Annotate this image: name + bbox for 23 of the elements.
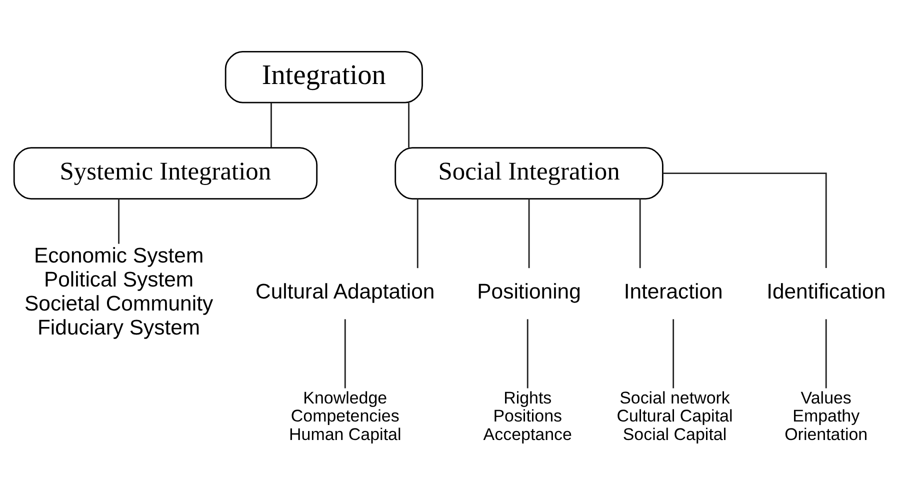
node-box: Social Integration [394, 146, 664, 199]
connector [639, 198, 641, 268]
node-text: Interaction [624, 280, 723, 304]
node-text: Identification [766, 280, 886, 304]
node-text: Economic System Political System Societal Community Fiduciary System [24, 244, 214, 340]
connector [528, 198, 530, 268]
connector [416, 198, 418, 268]
node-box: Systemic Integration [13, 146, 318, 199]
node-text: Knowledge Competencies Human Capital [289, 388, 402, 444]
connector [662, 172, 827, 268]
node-text: Cultural Adaptation [256, 280, 435, 304]
node-text: Values Empathy Orientation [784, 388, 868, 444]
connector [526, 318, 528, 388]
node-text: Positioning [477, 280, 581, 304]
connector [118, 198, 120, 244]
connector [408, 102, 410, 147]
connector [344, 318, 346, 388]
connector [270, 102, 272, 147]
node-text: Rights Positions Acceptance [483, 388, 572, 444]
node-text: Social network Cultural Capital Social Capital [616, 388, 733, 444]
node-box: Integration [224, 50, 423, 103]
connector [825, 318, 827, 388]
connector [672, 318, 674, 388]
